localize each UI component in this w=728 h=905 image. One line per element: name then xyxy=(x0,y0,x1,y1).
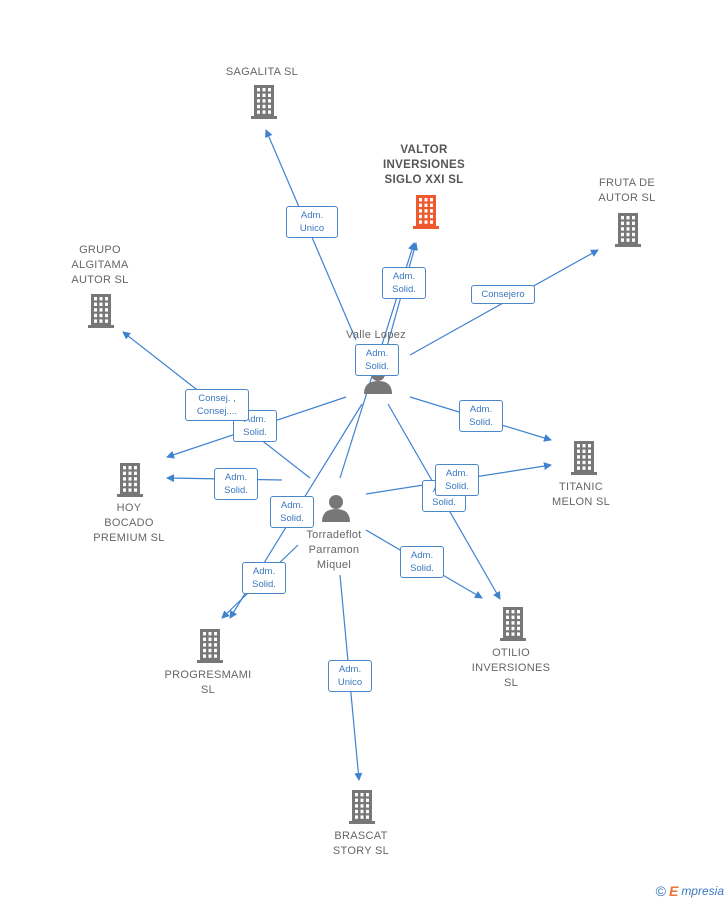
building-icon[interactable] xyxy=(571,441,597,475)
building-icon[interactable] xyxy=(413,195,439,229)
building-icon[interactable] xyxy=(615,213,641,247)
edge-role-label: Adm. Solid. xyxy=(242,562,286,594)
node-label-hoy[interactable]: HOY BOCADO PREMIUM SL xyxy=(93,502,165,544)
node-label-sagalita[interactable]: SAGALITA SL xyxy=(225,66,299,78)
edge-role-label: Adm. Unico xyxy=(328,660,372,692)
edge-role-label: Adm. Solid. xyxy=(400,546,444,578)
edge-role-label: Consejero xyxy=(471,284,535,304)
building-icon[interactable] xyxy=(349,790,375,824)
edge-role-label: Adm. Solid. xyxy=(459,400,503,432)
node-label-progresmami[interactable]: PROGRESMAMI SL xyxy=(164,669,252,696)
copyright-icon: © xyxy=(655,883,666,899)
person-icon[interactable] xyxy=(322,495,350,522)
edge-role-label: Adm. Solid. xyxy=(382,267,426,299)
edge-role-label: Consej. , Consej.... xyxy=(185,389,249,421)
edge-role-label: Adm. Solid. xyxy=(214,468,258,500)
node-label-otilio[interactable]: OTILIO INVERSIONES SL xyxy=(471,647,551,689)
edge-role-label: Adm. Unico xyxy=(286,206,338,238)
edge-role-label: Adm. Solid. xyxy=(270,496,314,528)
brand-name: mpresia xyxy=(681,884,724,898)
building-icon[interactable] xyxy=(197,629,223,663)
brand-initial: E xyxy=(668,883,679,899)
node-label-titanic[interactable]: TITANIC MELON SL xyxy=(551,481,611,508)
building-icon[interactable] xyxy=(117,463,143,497)
building-icon[interactable] xyxy=(500,607,526,641)
edge-role-label: Adm. Solid. xyxy=(435,464,479,496)
node-label-valtor[interactable]: VALTOR INVERSIONES SIGLO XXI SL xyxy=(383,144,465,186)
edge-role-label: Adm. Solid. xyxy=(355,344,399,376)
node-label-brascat[interactable]: BRASCAT STORY SL xyxy=(332,830,390,857)
building-icon[interactable] xyxy=(251,85,277,119)
node-label-valle[interactable]: Valle Lopez xyxy=(346,329,406,341)
node-label-grupo[interactable]: GRUPO ALGITAMA AUTOR SL xyxy=(71,244,129,286)
node-label-fruta[interactable]: FRUTA DE AUTOR SL xyxy=(598,177,656,204)
node-label-torradeflot[interactable]: Torradeflot Parramon Miquel xyxy=(306,529,362,571)
building-icon[interactable] xyxy=(88,294,114,328)
